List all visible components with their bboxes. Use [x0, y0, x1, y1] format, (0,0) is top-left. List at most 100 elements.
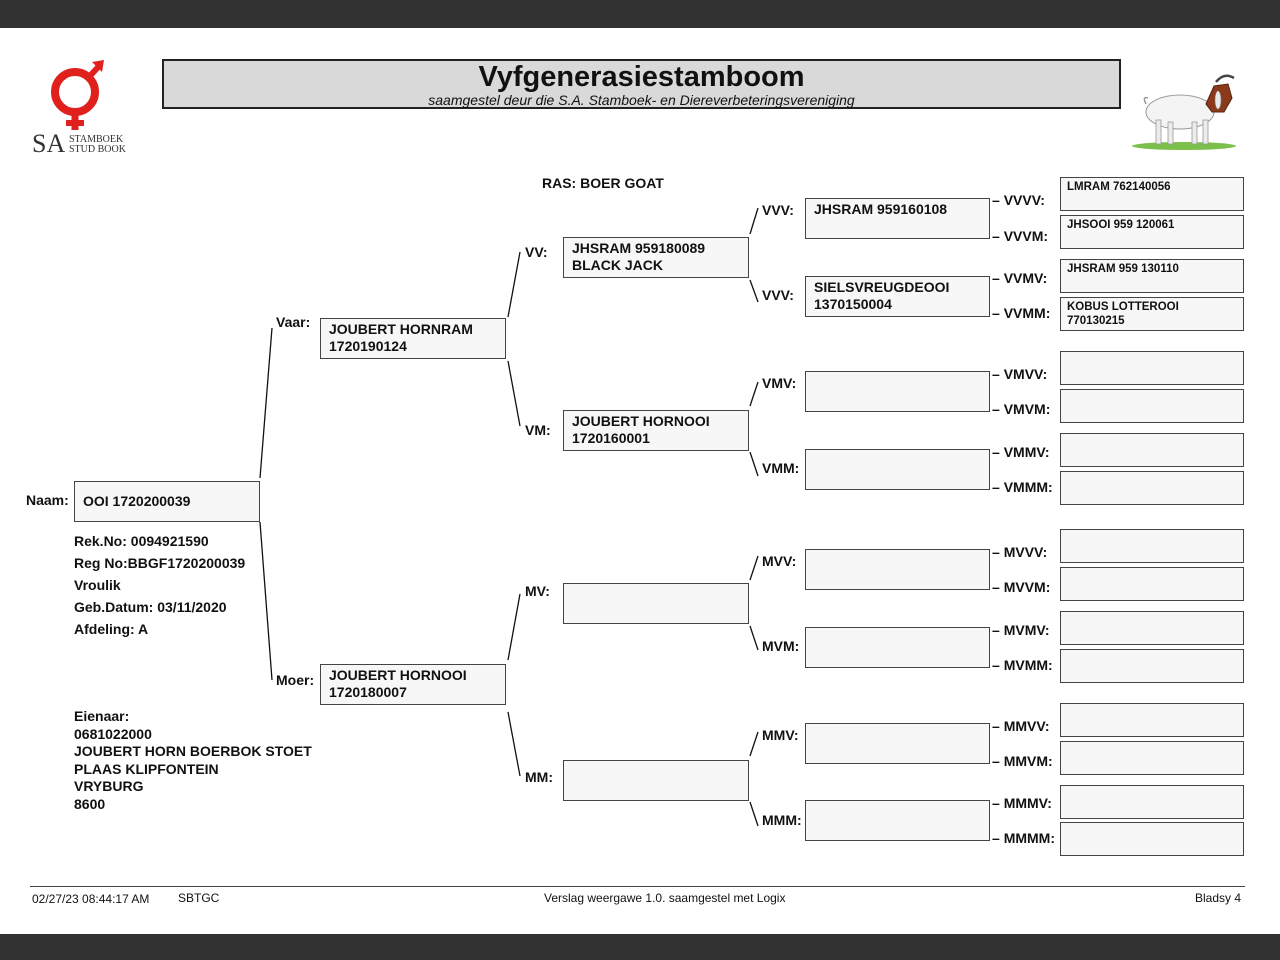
- reg-no: Reg No:BBGF1720200039: [74, 555, 246, 571]
- vvmm-box: KOBUS LOTTEROOI 770130215: [1060, 297, 1244, 331]
- viewer-top-bar: [0, 0, 1280, 28]
- vmmv-box: [1060, 433, 1244, 467]
- boer-goat-illustration: [1128, 68, 1243, 150]
- sex: Vroulik: [74, 577, 121, 593]
- sa-studbook-logo: SA STAMBOEK STUD BOOK: [30, 56, 140, 158]
- vvm-box: SIELSVREUGDEOOI 1370150004: [805, 276, 990, 317]
- mvv-label: MVV:: [762, 553, 797, 569]
- vvmv-label-text: VVMV:: [1003, 270, 1048, 286]
- vmvm-label-text: VMVM:: [1003, 401, 1051, 417]
- vmv-label: VMV:: [762, 375, 797, 391]
- vaar-label: Vaar:: [276, 314, 311, 330]
- birth-date: Geb.Datum: 03/11/2020: [74, 599, 227, 615]
- owner-line: 0681022000: [74, 725, 152, 742]
- footer-divider: [30, 886, 1245, 887]
- mvvv-box: [1060, 529, 1244, 563]
- vmmm-box: [1060, 471, 1244, 505]
- vmm-box: [805, 449, 990, 490]
- mvmv-label-text: MVMV:: [1003, 622, 1050, 638]
- vvvm-label: – VVVM:: [992, 228, 1049, 244]
- vv-box: JHSRAM 959180089 BLACK JACK: [563, 237, 749, 278]
- vmvv-label: – VMVV:: [992, 366, 1048, 382]
- mvmm-box: [1060, 649, 1244, 683]
- goat-icon: [1132, 74, 1236, 150]
- mvvm-box: [1060, 567, 1244, 601]
- vmmm-label-text: VMMM:: [1003, 479, 1053, 495]
- vmm-label: VMM:: [762, 460, 800, 476]
- mmvm-label: – MMVM:: [992, 753, 1053, 769]
- page-title: Vyfgenerasiestamboom: [478, 61, 805, 93]
- naam-label: Naam:: [26, 492, 69, 508]
- vvvm-box: JHSOOI 959 120061: [1060, 215, 1244, 249]
- mvmm-label-text: MVMM:: [1003, 657, 1053, 673]
- mmmv-label-text: MMMV:: [1003, 795, 1052, 811]
- vvm-label: VVV:: [762, 287, 794, 303]
- owner-line: 8600: [74, 795, 106, 812]
- mm-box: [563, 760, 749, 801]
- footer-timestamp: 02/27/23 08:44:17 AM: [32, 892, 150, 906]
- vv-label: VV:: [525, 244, 548, 260]
- vmmv-label: – VMMV:: [992, 444, 1050, 460]
- viewer-bottom-bar: [0, 934, 1280, 960]
- vvmm-label: – VVMM:: [992, 305, 1051, 321]
- vmvv-label-text: VMVV:: [1003, 366, 1048, 382]
- mvvv-label: – MVVV:: [992, 544, 1048, 560]
- footer-code: SBTGC: [178, 891, 220, 905]
- moer-box: JOUBERT HORNOOI 1720180007: [320, 664, 506, 705]
- mvmv-box: [1060, 611, 1244, 645]
- mvmv-label: – MVMV:: [992, 622, 1050, 638]
- subject-box: OOI 1720200039: [74, 481, 260, 522]
- vmvv-box: [1060, 351, 1244, 385]
- vvmv-label: – VVMV:: [992, 270, 1048, 286]
- mmmm-label: – MMMM:: [992, 830, 1055, 846]
- animal-details: Rek.No: 0094921590 Reg No:BBGF1720200039…: [74, 530, 245, 640]
- vvvv-label: – VVVV:: [992, 192, 1045, 208]
- vmvm-label: – VMVM:: [992, 401, 1051, 417]
- mmvv-box: [1060, 703, 1244, 737]
- logo-stamboek-text: STAMBOEK: [69, 134, 124, 145]
- title-banner: Vyfgenerasiestamboom saamgestel deur die…: [162, 59, 1121, 109]
- mmv-box: [805, 723, 990, 764]
- studbook-emblem-icon: [51, 60, 104, 130]
- vmmv-label-text: VMMV:: [1003, 444, 1050, 460]
- owner-line: VRYBURG: [74, 778, 144, 794]
- page-subtitle: saamgestel deur die S.A. Stamboek- en Di…: [428, 92, 855, 108]
- mmmm-box: [1060, 822, 1244, 856]
- mvvv-label-text: MVVV:: [1003, 544, 1048, 560]
- vvv-label: VVV:: [762, 202, 794, 218]
- mvm-box: [805, 627, 990, 668]
- mv-label: MV:: [525, 583, 550, 599]
- owner-line: PLAAS KLIPFONTEIN: [74, 760, 219, 777]
- mmm-label: MMM:: [762, 812, 802, 828]
- mmmm-label-text: MMMM:: [1003, 830, 1055, 846]
- vvvv-label-text: VVVV:: [1003, 192, 1045, 208]
- owner-label: Eienaar:: [74, 708, 130, 724]
- vaar-box: JOUBERT HORNRAM 1720190124: [320, 318, 506, 359]
- mvm-label: MVM:: [762, 638, 800, 654]
- mmm-box: [805, 800, 990, 841]
- footer-page-number: Bladsy 4: [1195, 891, 1242, 905]
- logo-studbook-text: STUD BOOK: [69, 144, 126, 155]
- logo-sa-text: SA: [32, 129, 66, 158]
- vmv-box: [805, 371, 990, 412]
- vvmm-label-text: VVMM:: [1003, 305, 1051, 321]
- mmmv-box: [1060, 785, 1244, 819]
- owner-line: JOUBERT HORN BOERBOK STOET: [74, 743, 312, 759]
- vvvm-label-text: VVVM:: [1003, 228, 1049, 244]
- breed-label: RAS: BOER GOAT: [542, 175, 664, 191]
- moer-label: Moer:: [276, 672, 315, 688]
- vvvv-box: LMRAM 762140056: [1060, 177, 1244, 211]
- mmvm-box: [1060, 741, 1244, 775]
- afdeling: Afdeling: A: [74, 621, 149, 637]
- mmvv-label-text: MMVV:: [1003, 718, 1050, 734]
- mm-label: MM:: [525, 769, 553, 785]
- footer-report-version: Verslag weergawe 1.0. saamgestel met Log…: [544, 891, 786, 905]
- mv-box: [563, 583, 749, 624]
- mvvm-label-text: MVVM:: [1003, 579, 1051, 595]
- mmmv-label: – MMMV:: [992, 795, 1052, 811]
- vm-label: VM:: [525, 422, 551, 438]
- mmvv-label: – MMVV:: [992, 718, 1050, 734]
- mmv-label: MMV:: [762, 727, 799, 743]
- rek-no: Rek.No: 0094921590: [74, 533, 209, 549]
